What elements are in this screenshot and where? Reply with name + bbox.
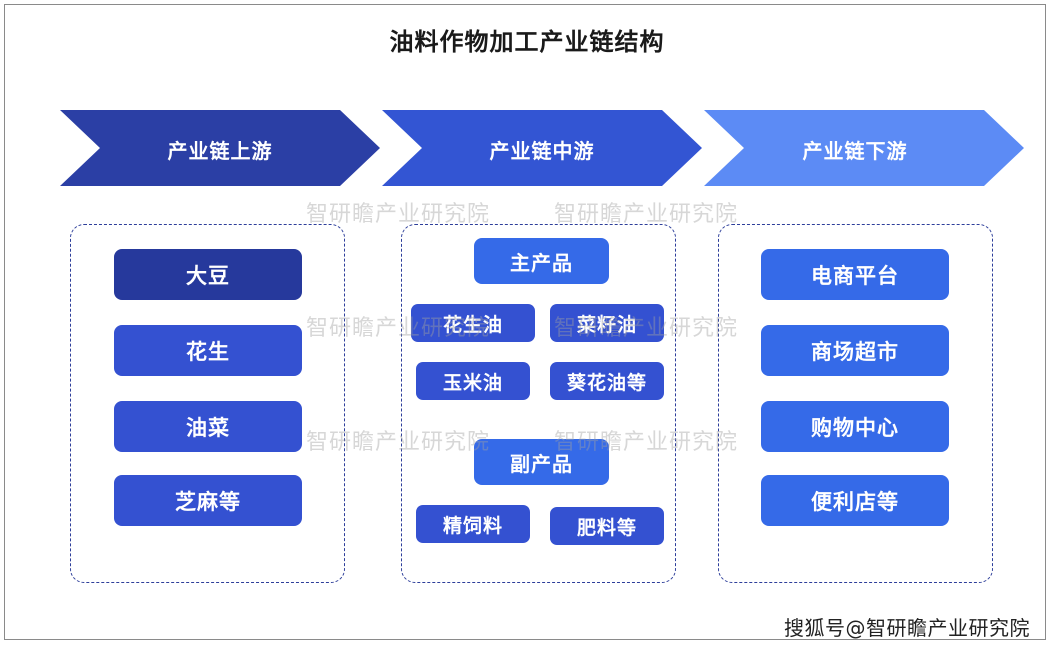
by-product-fertilizer: 肥料等 <box>550 507 664 545</box>
downstream-stage-label: 产业链下游 <box>802 139 908 163</box>
midstream-arrow <box>382 110 702 186</box>
downstream-arrow <box>704 110 1024 186</box>
by-product-feed: 精饲料 <box>416 505 530 543</box>
upstream-item-sesame: 芝麻等 <box>114 475 302 526</box>
by-product-header: 副产品 <box>474 439 609 485</box>
downstream-group <box>718 224 993 583</box>
upstream-item-rapeseed: 油菜 <box>114 401 302 452</box>
downstream-item-supermarket: 商场超市 <box>761 325 949 376</box>
diagram-title: 油料作物加工产业链结构 <box>389 28 665 56</box>
downstream-item-shopping-center: 购物中心 <box>761 401 949 452</box>
downstream-item-ecommerce: 电商平台 <box>761 249 949 300</box>
downstream-item-convenience-store: 便利店等 <box>761 475 949 526</box>
upstream-item-peanut: 花生 <box>114 325 302 376</box>
main-product-corn-oil: 玉米油 <box>416 362 530 400</box>
upstream-arrow <box>60 110 380 186</box>
upstream-stage-label: 产业链上游 <box>167 139 273 163</box>
source-credit: 搜狐号@智研瞻产业研究院 <box>784 616 1030 640</box>
main-product-header: 主产品 <box>474 238 609 284</box>
main-product-peanut-oil: 花生油 <box>411 304 535 342</box>
upstream-item-soybean: 大豆 <box>114 249 302 300</box>
main-product-rapeseed-oil: 菜籽油 <box>550 304 664 342</box>
main-product-sunflower-oil: 葵花油等 <box>550 362 664 400</box>
midstream-stage-label: 产业链中游 <box>489 139 595 163</box>
upstream-group <box>70 224 345 583</box>
midstream-group <box>401 224 676 583</box>
